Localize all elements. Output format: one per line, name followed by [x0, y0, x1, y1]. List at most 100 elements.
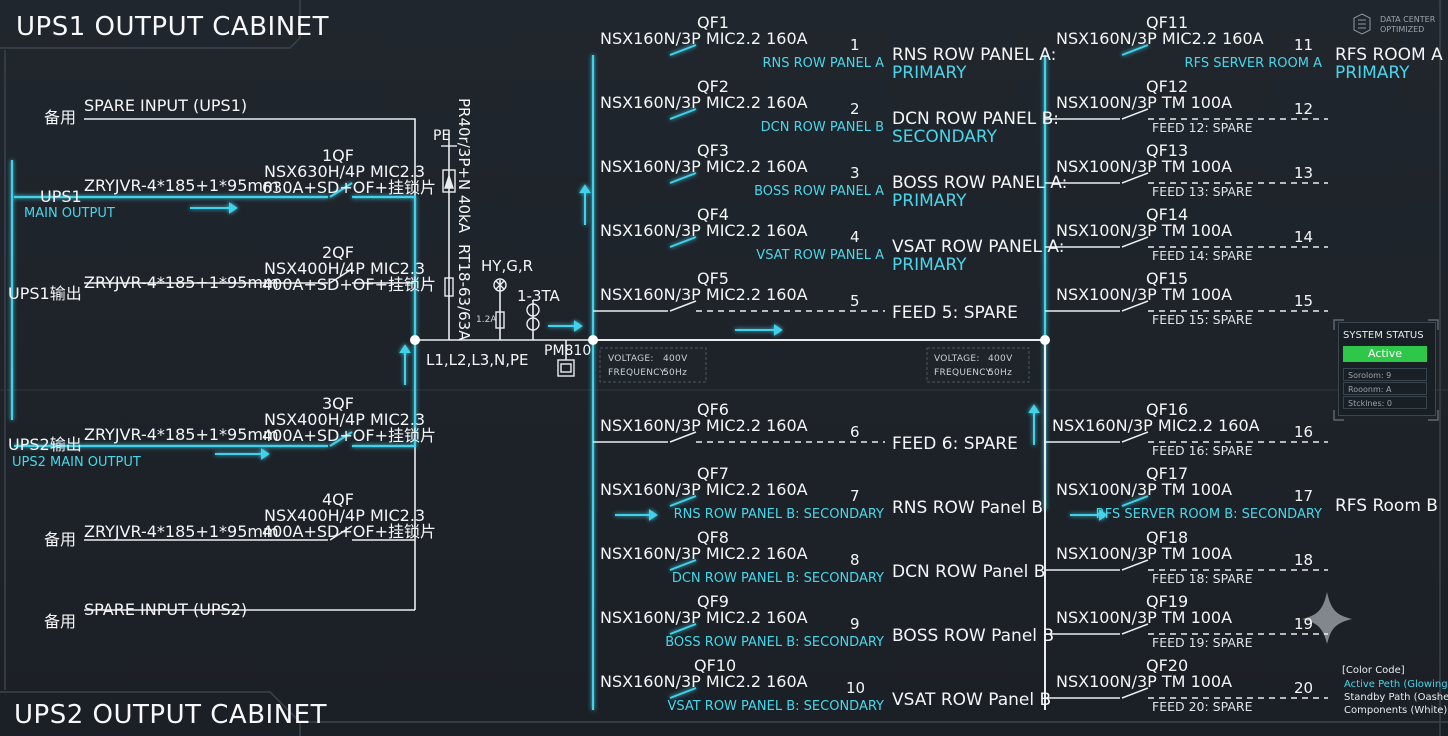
- feeder-tag: FEED 12: SPARE: [1152, 120, 1253, 135]
- feeder-qf-id: QF11: [1146, 13, 1189, 32]
- feeder-destination: DCN ROW PANEL B:: [892, 109, 1060, 129]
- feeder-number: 15: [1294, 292, 1314, 310]
- status-corners: [1333, 319, 1439, 421]
- feeder-number: 10: [846, 679, 866, 697]
- feeder-destination-role: PRIMARY: [892, 191, 967, 211]
- readout2-freq: 50Hz: [988, 368, 1013, 378]
- feeder-number: 8: [850, 551, 860, 569]
- feeder-breaker-model: NSX160N/3P MIC2.2 160A: [600, 672, 808, 691]
- breaker-4qf-model: NSX400H/4P MIC2.3: [264, 506, 426, 525]
- feeder-qf-id: QF10: [694, 656, 737, 675]
- feeder-breaker-model: NSX100N/3P TM 100A: [1056, 672, 1233, 691]
- status-row-2: Rooonm: A: [1343, 382, 1427, 395]
- status-row-1: Sorolom: 9: [1343, 368, 1427, 381]
- feeder-destination: DCN ROW Panel B: [892, 562, 1046, 582]
- ups2out-cable: ZRYJVR-4*185+1*95mm: [84, 425, 279, 444]
- feeder-breaker-model: NSX160N/3P MIC2.2 160A: [1052, 416, 1260, 435]
- feeder-destination-role: PRIMARY: [1335, 63, 1410, 83]
- breaker-4qf-id: 4QF: [322, 490, 354, 509]
- pe-label: PE: [433, 128, 451, 144]
- feeder-tag: FEED 18: SPARE: [1152, 571, 1253, 586]
- spare1-label: SPARE INPUT (UPS1): [84, 96, 248, 115]
- ups1-name: UPS1: [40, 187, 82, 206]
- feeder-breaker-model: NSX100N/3P TM 100A: [1056, 544, 1233, 563]
- feeder-qf-id: QF15: [1146, 269, 1189, 288]
- breaker-2qf-model: NSX400H/4P MIC2.3: [264, 259, 426, 278]
- spare2-cable: ZRYJVR-4*185+1*95mm: [84, 522, 279, 541]
- feeder-breaker-model: NSX100N/3P TM 100A: [1056, 93, 1233, 112]
- feeder-destination: BOSS ROW Panel B: [892, 626, 1055, 646]
- ct-label: 1-3TA: [517, 287, 560, 305]
- legend-active: Active Peth (Glowing: [1344, 679, 1448, 690]
- feeder-breaker-model: NSX160N/3P MIC2.2 160A: [600, 221, 808, 240]
- feeder-breaker-model: NSX160N/3P MIC2.2 160A: [600, 285, 808, 304]
- junction-nodes: [410, 335, 1050, 345]
- feeder-number: 1: [850, 36, 860, 54]
- pm-label: PM810: [544, 343, 592, 359]
- logo-icon: [1353, 13, 1371, 35]
- feeder-number: 13: [1294, 164, 1314, 182]
- feeder-tag: DCN ROW PANEL B: SECONDARY: [671, 571, 884, 586]
- feeder-tag: RNS ROW PANEL A: [762, 56, 884, 71]
- feeder-number: 17: [1294, 487, 1314, 505]
- feeder-breaker-model: NSX100N/3P TM 100A: [1056, 608, 1233, 627]
- feeder-breaker-model: NSX160N/3P MIC2.2 160A: [600, 544, 808, 563]
- status-row-3: Stcklnes: 0: [1343, 396, 1427, 409]
- readout1-freq-label: FREQUENCY:: [608, 368, 668, 378]
- feeder-qf-id: QF4: [697, 205, 729, 224]
- readout-boxes: [599, 347, 1030, 383]
- feeder-number: 3: [850, 164, 860, 182]
- feeder-number: 5: [850, 292, 860, 310]
- readout1-voltage-label: VOLTAGE:: [608, 354, 654, 364]
- feeder-number: 14: [1294, 228, 1314, 246]
- feeder-breaker-model: NSX100N/3P TM 100A: [1056, 157, 1233, 176]
- feeder-destination: VSAT ROW PANEL A:: [892, 237, 1065, 257]
- feeder-breaker-model: NSX160N/3P MIC2.2 160A: [600, 93, 808, 112]
- feeder-number: 4: [850, 228, 860, 246]
- feeder-breaker-model: NSX160N/3P MIC2.2 160A: [600, 416, 808, 435]
- feeder-qf-id: QF7: [697, 464, 729, 483]
- ups1out-cable: ZRYJVR-4*185+1*95mm: [84, 273, 279, 292]
- feeder-tag: FEED 14: SPARE: [1152, 248, 1253, 263]
- feeder-tag: DCN ROW PANEL B: [760, 120, 884, 135]
- feeder-lines: [593, 44, 1328, 699]
- feeder-breaker-model: NSX160N/3P MIC2.2 160A: [1056, 29, 1264, 48]
- feeder-tag: FEED 19: SPARE: [1152, 635, 1253, 650]
- feeder-number: 18: [1294, 551, 1314, 569]
- feeder-breaker-model: NSX100N/3P TM 100A: [1056, 285, 1233, 304]
- readout2-freq-label: FREQUENCY:: [934, 368, 994, 378]
- feeder-qf-id: QF9: [697, 592, 729, 611]
- ups1-sub: MAIN OUTPUT: [24, 206, 115, 221]
- feeder-qf-id: QF1: [697, 13, 729, 32]
- feeder-qf-id: QF20: [1146, 656, 1189, 675]
- feeder-breaker-model: NSX100N/3P TM 100A: [1056, 480, 1233, 499]
- feeder-qf-id: QF6: [697, 400, 729, 419]
- feeder-qf-id: QF17: [1146, 464, 1189, 483]
- feeder-qf-id: QF5: [697, 269, 729, 288]
- feeder-tag: RNS ROW PANEL B: SECONDARY: [673, 507, 884, 522]
- feeder-qf-id: QF12: [1146, 77, 1189, 96]
- legend-title: [Color Code]: [1342, 665, 1405, 676]
- logo-line2: OPTIMIZED: [1380, 25, 1425, 34]
- status-panel: [1338, 322, 1436, 416]
- status-title: SYSTEM STATUS: [1343, 330, 1424, 341]
- breaker-1qf-id: 1QF: [322, 146, 354, 165]
- feeder-breaker-model: NSX100N/3P TM 100A: [1056, 221, 1233, 240]
- spare1-cn: 备用: [44, 108, 77, 127]
- breaker-4qf-spec: 400A+SD+OF+挂锁片: [262, 522, 436, 541]
- feeder-tag: VSAT ROW PANEL A: [756, 248, 884, 263]
- breaker-3qf-model: NSX400H/4P MIC2.3: [264, 410, 426, 429]
- status-badge[interactable]: Active: [1343, 346, 1427, 362]
- feeder-tag: FEED 20: SPARE: [1152, 699, 1253, 714]
- title-ups1-cabinet: UPS1 OUTPUT CABINET: [16, 12, 329, 42]
- feeder-tag: FEED 15: SPARE: [1152, 312, 1253, 327]
- feeder-destination: RFS Room B: [1335, 496, 1438, 516]
- feeder-qf-id: QF8: [697, 528, 729, 547]
- spare3-cn: 备用: [44, 612, 77, 631]
- active-paths: [10, 55, 1047, 710]
- lamps-label: HY,G,R: [481, 257, 534, 275]
- feeder-breaker-model: NSX160N/3P MIC2.2 160A: [600, 29, 808, 48]
- feeder-qf-id: QF18: [1146, 528, 1189, 547]
- spd-label: PR40r/3P+N 40kA: [455, 98, 473, 233]
